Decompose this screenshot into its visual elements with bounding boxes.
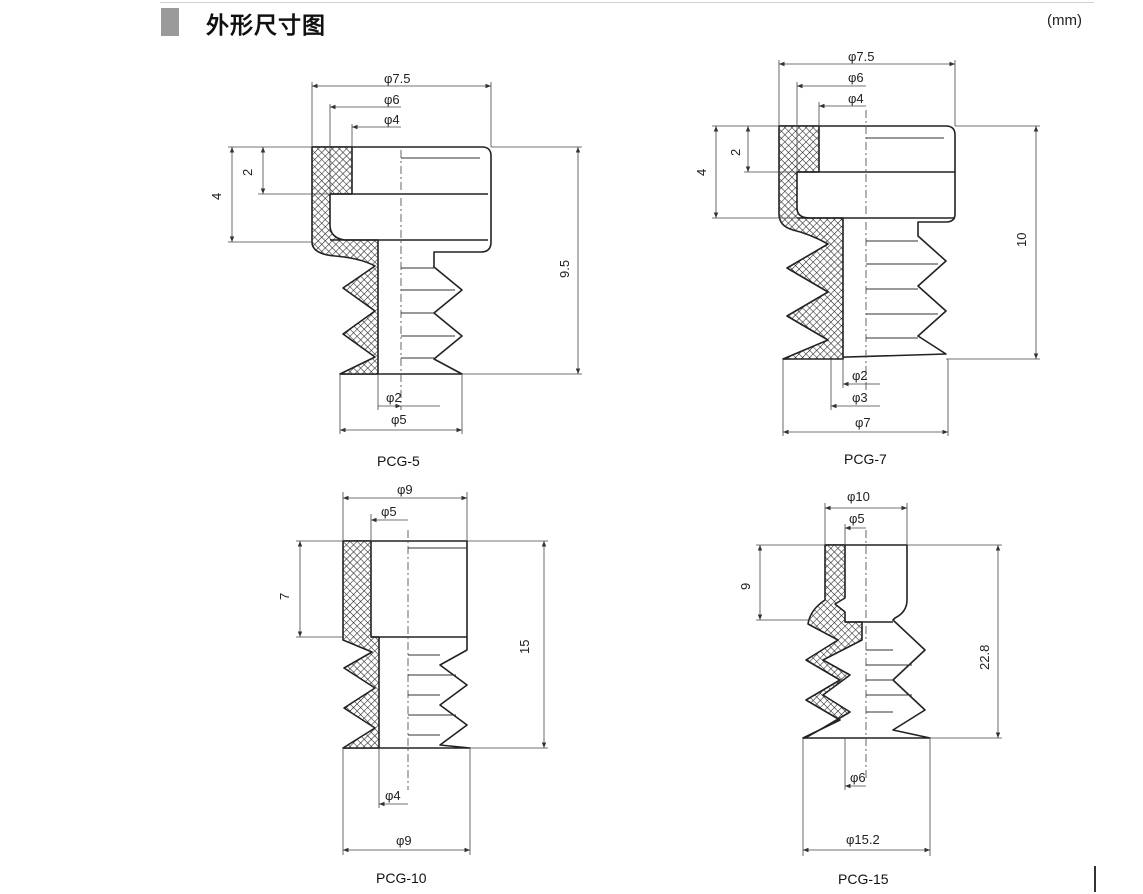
pcg-10-lip-label: φ9 xyxy=(396,833,412,848)
pcg-10-outer-top-label: φ9 xyxy=(397,482,413,497)
pcg-10-inner-top-label: φ5 xyxy=(381,504,397,519)
header-rule xyxy=(160,2,1094,3)
pcg-15-rubber-cup xyxy=(802,544,863,739)
pcg-10-outline xyxy=(343,540,471,749)
pcg-7-bore-label: φ2 xyxy=(852,368,868,383)
page-edge-bar xyxy=(1094,866,1096,892)
pcg-15-drawing: φ10 φ5 9 22.8 φ6 φ15.2 PCG-15 xyxy=(738,489,1002,887)
pcg-7-bore2-label: φ3 xyxy=(852,390,868,405)
pcg-7-inner-recess xyxy=(797,171,955,219)
pcg-7-height-label: 10 xyxy=(1014,233,1029,247)
pcg-5-model-name: PCG-5 xyxy=(377,453,420,469)
section-title: 外形尺寸图 xyxy=(206,13,326,39)
pcg-10-neck-label: 7 xyxy=(277,593,292,600)
pcg-5-mid-top-label: φ6 xyxy=(384,92,400,107)
pcg-7-rubber-cup xyxy=(778,125,844,360)
pcg-7-step-label: 2 xyxy=(728,149,743,156)
pcg-5-step-label: 2 xyxy=(240,169,255,176)
pcg-10-model-name: PCG-10 xyxy=(376,870,427,886)
pcg-7-model-name: PCG-7 xyxy=(844,451,887,467)
pcg-7-mid-top-label: φ6 xyxy=(848,70,864,85)
pcg-7-inner-top-label: φ4 xyxy=(848,91,864,106)
pcg-15-height-label: 22.8 xyxy=(977,645,992,670)
unit-label: (mm) xyxy=(1047,12,1082,29)
pcg-5-drawing: φ7.5 φ6 φ4 4 2 9.5 φ2 φ5 PCG-5 xyxy=(209,71,582,469)
pcg-7-drawing: φ7.5 φ6 φ4 4 2 10 φ2 φ3 φ7 PCG-7 xyxy=(694,49,1040,467)
pcg-10-rubber-cup xyxy=(342,540,380,749)
pcg-5-height-label: 9.5 xyxy=(557,260,572,278)
pcg-15-lip-label: φ15.2 xyxy=(846,832,880,847)
pcg-15-bore-label: φ6 xyxy=(850,770,866,785)
pcg-15-inner-top-label: φ5 xyxy=(849,511,865,526)
pcg-15-outline xyxy=(803,544,931,739)
pcg-5-outer-top-label: φ7.5 xyxy=(384,71,411,86)
pcg-5-neck-label: 4 xyxy=(209,193,224,200)
pcg-5-inner-recess xyxy=(330,193,488,241)
pcg-15-outer-top-label: φ10 xyxy=(847,489,870,504)
section-marker xyxy=(161,8,179,36)
pcg-10-bore-label: φ4 xyxy=(385,788,401,803)
pcg-7-lip-label: φ7 xyxy=(855,415,871,430)
pcg-10-height-label: 15 xyxy=(517,640,532,654)
pcg-5-lip-label: φ5 xyxy=(391,412,407,427)
pcg-15-model-name: PCG-15 xyxy=(838,871,889,887)
pcg-7-neck-label: 4 xyxy=(694,169,709,176)
pcg-5-outline xyxy=(312,146,492,375)
pcg-5-bore-label: φ2 xyxy=(386,390,402,405)
pcg-5-inner-top-label: φ4 xyxy=(384,112,400,127)
pcg-5-rubber-cup xyxy=(311,146,379,375)
pcg-10-drawing: φ9 φ5 7 15 φ4 φ9 PCG-10 xyxy=(277,482,548,886)
pcg-7-outer-top-label: φ7.5 xyxy=(848,49,875,64)
pcg-15-neck-label: 9 xyxy=(738,583,753,590)
